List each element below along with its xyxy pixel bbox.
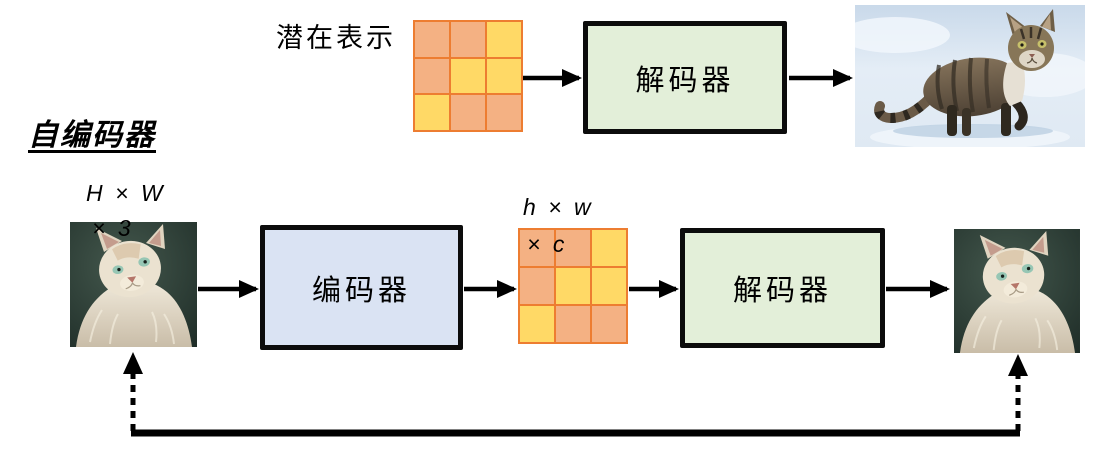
encoder-box: 编码器 xyxy=(260,225,463,350)
latent-grid-cell-orange xyxy=(487,95,521,130)
latent-grid-top xyxy=(413,20,523,132)
input-dims-label-line1: H × W xyxy=(86,180,166,206)
feedback-arrowhead-left xyxy=(123,352,143,374)
decoder-box-bottom: 解码器 xyxy=(680,228,885,348)
latent-grid-cell-yellow xyxy=(415,95,449,130)
diagram-title: 自编码器 xyxy=(28,119,156,152)
latent-grid-cell-orange xyxy=(415,58,449,94)
latent-grid-cell-orange xyxy=(556,306,590,342)
latent-grid-bottom xyxy=(518,228,628,344)
latent-grid-cell-yellow xyxy=(592,268,626,304)
latent-grid-cell-orange xyxy=(520,230,554,266)
decoder-box-top-label: 解码器 xyxy=(635,64,735,97)
decoder-box-top: 解码器 xyxy=(583,21,787,134)
latent-grid-cell-orange xyxy=(451,95,485,130)
latent-grid-cell-orange xyxy=(520,268,554,304)
latent-grid-cell-orange xyxy=(592,306,626,342)
latent-grid-cell-yellow xyxy=(451,58,485,94)
latent-grid-cell-orange xyxy=(451,22,485,57)
latent-grid-cell-orange xyxy=(415,22,449,57)
encoder-box-label: 编码器 xyxy=(311,274,411,307)
latent-grid-cell-yellow xyxy=(592,230,626,266)
feedback-arrowhead-right xyxy=(1008,354,1028,376)
latent-dims-label-line1: h × w xyxy=(523,194,594,220)
latent-grid-cell-yellow xyxy=(487,58,521,94)
latent-grid-cell-yellow xyxy=(487,22,521,57)
reconstructed-fluffy-cat-image xyxy=(954,229,1080,353)
latent-representation-label: 潜在表示 xyxy=(276,23,396,53)
decoded-tabby-cat-image xyxy=(855,5,1085,147)
decoder-box-bottom-label: 解码器 xyxy=(732,275,832,307)
input-dims-label-line2: × 3 xyxy=(92,215,134,241)
latent-grid-cell-yellow xyxy=(556,268,590,304)
latent-grid-cell-orange xyxy=(556,230,590,266)
latent-dims-label-line2: × c xyxy=(527,231,568,257)
latent-grid-cell-yellow xyxy=(520,306,554,342)
